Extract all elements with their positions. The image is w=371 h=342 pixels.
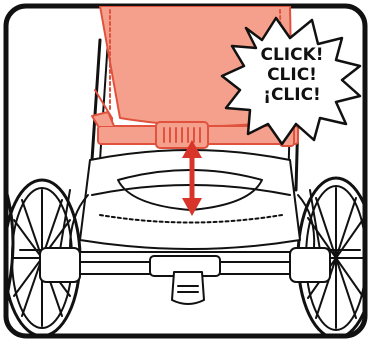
brake-pedal (172, 272, 204, 304)
click-label-en: CLICK! (260, 45, 323, 65)
click-label-fr: CLIC! (267, 65, 317, 85)
click-label-es: ¡CLIC! (263, 85, 321, 105)
